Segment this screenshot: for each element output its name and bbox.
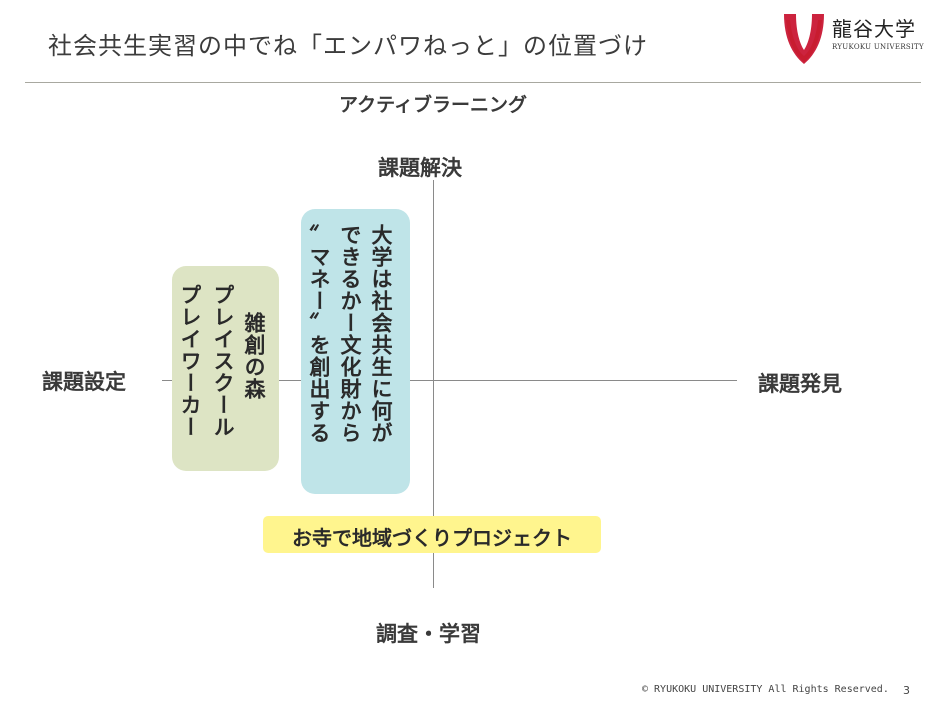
project-line: プレイワーカー — [178, 284, 202, 438]
copyright-notice: © RYUKOKU UNIVERSITY All Rights Reserved… — [642, 684, 889, 695]
project-line: 雑創の森 — [242, 312, 266, 400]
horizontal-axis — [162, 380, 737, 381]
project-line: プレイスクール — [211, 284, 235, 438]
university-logo: 龍谷大学 RYUKOKU UNIVERSITY — [780, 10, 924, 68]
project-box-cultural-assets — [301, 209, 410, 494]
vertical-axis — [433, 180, 434, 588]
project-box-playschool — [172, 266, 279, 471]
project-line: できるかー文化財から — [338, 224, 362, 444]
project-line: お寺で地域づくりプロジェクト — [292, 526, 572, 550]
logo-name: 龍谷大学 — [832, 17, 916, 41]
logo-english: RYUKOKU UNIVERSITY — [832, 43, 924, 51]
title-divider — [25, 82, 921, 83]
page-number: 3 — [903, 684, 910, 697]
diagram-heading: アクティブラーニング — [339, 94, 527, 116]
ryukoku-emblem-icon — [784, 14, 824, 64]
project-box-temple: お寺で地域づくりプロジェクト — [263, 516, 601, 553]
axis-label-top: 課題解決 — [378, 156, 462, 180]
project-line: 〞マネー〞を創出する — [307, 224, 331, 444]
emblem-red-shape — [784, 14, 824, 64]
axis-label-right: 課題発見 — [758, 372, 842, 396]
slide-title: 社会共生実習の中でね「エンパワねっと」の位置づけ — [48, 32, 648, 60]
axis-label-bottom: 調査・学習 — [376, 622, 481, 646]
axis-label-left: 課題設定 — [42, 370, 126, 394]
project-line: 大学は社会共生に何が — [369, 224, 393, 444]
